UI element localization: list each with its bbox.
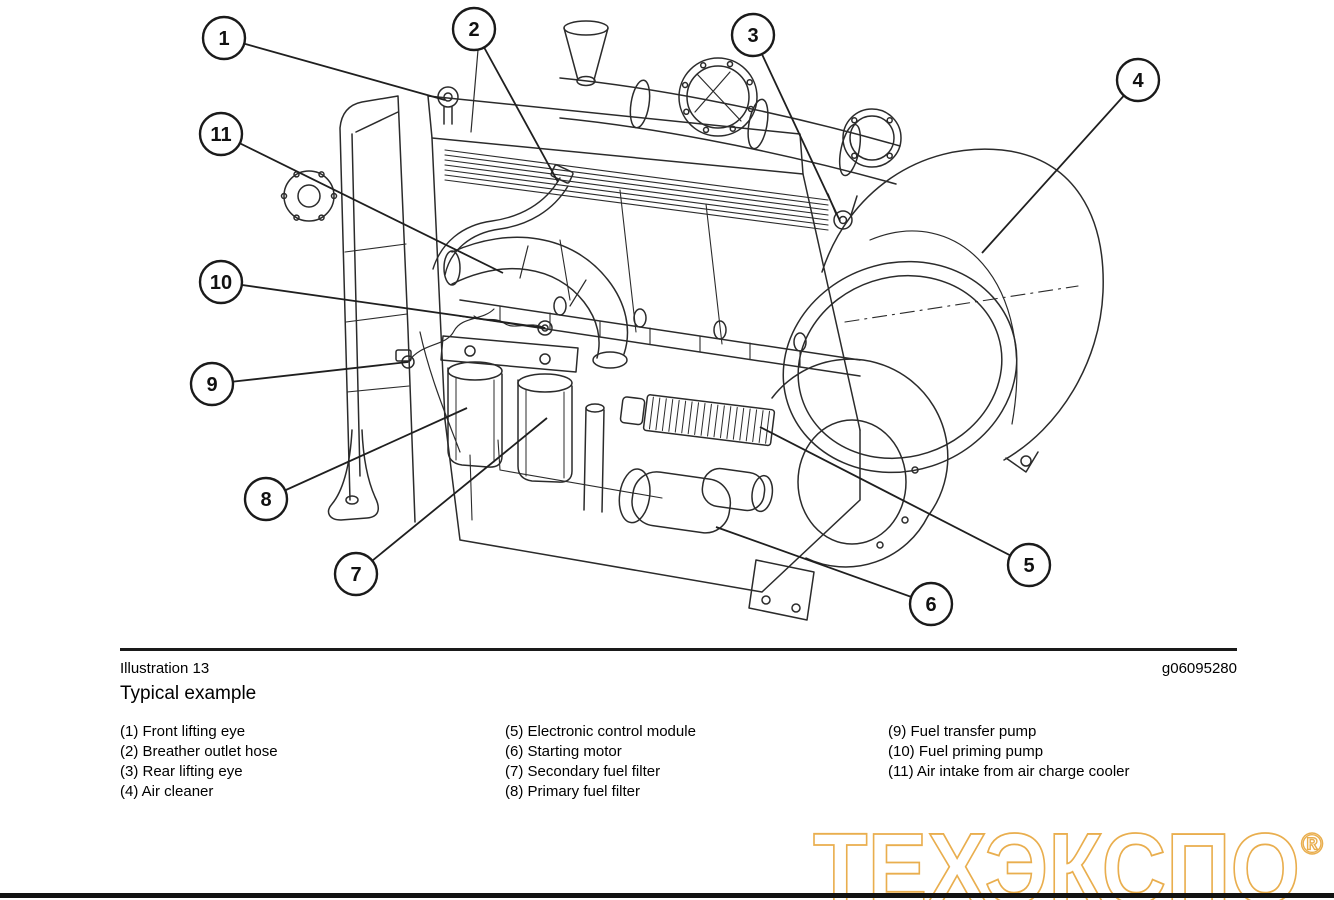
callout-number-10: 10 <box>210 272 232 294</box>
starting-motor <box>618 467 774 534</box>
flywheel-housing <box>748 358 949 621</box>
callout-10: 10 <box>198 259 546 329</box>
callout-circle-3 <box>730 12 776 58</box>
legend-item-8: (8) Primary fuel filter <box>505 783 641 800</box>
callout-circle-11 <box>198 111 244 157</box>
callout-circle-1 <box>201 15 247 61</box>
engine-figure: 1 2 3 4 5 6 7 8 9 10 11 <box>189 6 1161 627</box>
callout-circle-2 <box>451 6 497 52</box>
callout-number-6: 6 <box>925 594 936 616</box>
electronic-control-module <box>619 394 776 447</box>
leader-line-8 <box>265 407 468 500</box>
callout-circle-6 <box>908 581 954 627</box>
engine-block <box>444 189 861 593</box>
callout-number-4: 4 <box>1132 70 1144 92</box>
callout-9: 9 <box>189 361 409 407</box>
callout-8: 8 <box>243 407 468 522</box>
watermark-text: ТЕХЭКСПО <box>813 820 1300 900</box>
callout-number-3: 3 <box>747 25 758 47</box>
callout-2: 2 <box>451 6 559 183</box>
top-manifold <box>559 20 902 185</box>
legend-item-4: (4) Air cleaner <box>120 783 214 800</box>
legend-item-7: (7) Secondary fuel filter <box>505 763 661 780</box>
figure-id: g06095280 <box>1161 660 1237 677</box>
figure-title: Typical example <box>120 683 257 704</box>
callout-layer: 1 2 3 4 5 6 7 8 9 10 11 <box>189 6 1161 627</box>
watermark-logo: ТЕХЭКСПО ® <box>812 820 1324 900</box>
fuel-rail <box>459 296 861 377</box>
leader-line-10 <box>220 281 546 329</box>
legend-column: (5) Electronic control module (6) Startin… <box>505 722 888 802</box>
legend-item-10: (10) Fuel priming pump <box>888 743 1044 760</box>
leader-line-2 <box>473 28 559 183</box>
callout-1: 1 <box>201 15 446 101</box>
leader-line-3 <box>752 34 841 222</box>
valve-cover <box>427 95 861 431</box>
legend-item-2: (2) Breather outlet hose <box>120 743 278 760</box>
callout-6: 6 <box>715 526 954 627</box>
callout-circle-9 <box>189 361 235 407</box>
callout-5: 5 <box>759 426 1052 588</box>
legend-column: (1) Front lifting eye (2) Breather outlet… <box>120 722 505 802</box>
registered-mark: ® <box>1301 828 1323 861</box>
legend: (1) Front lifting eye (2) Breather outlet… <box>120 722 1310 802</box>
rear-lifting-eye <box>827 193 858 230</box>
legend-item-3: (3) Rear lifting eye <box>120 763 243 780</box>
leader-line-11 <box>220 133 504 274</box>
callout-7: 7 <box>333 417 548 597</box>
legend-item-9: (9) Fuel transfer pump <box>888 723 1037 740</box>
callout-circle-5 <box>1006 542 1052 588</box>
callout-number-1: 1 <box>218 28 229 50</box>
callout-3: 3 <box>730 12 841 222</box>
legend-item-1: (1) Front lifting eye <box>120 723 246 740</box>
callout-circle-7 <box>333 551 379 597</box>
illustration-label: Illustration 13 <box>120 660 210 677</box>
callout-circle-4 <box>1115 57 1161 103</box>
front-frame <box>280 95 416 523</box>
leader-line-5 <box>759 426 1030 566</box>
fuel-filters <box>440 335 579 483</box>
callout-4: 4 <box>981 57 1161 254</box>
engine-illustration <box>280 20 1104 621</box>
legend-item-11: (11) Air intake from air charge cooler <box>888 763 1130 780</box>
callout-number-7: 7 <box>350 564 361 586</box>
leader-line-9 <box>211 361 409 385</box>
legend-item-5: (5) Electronic control module <box>505 723 696 740</box>
callout-number-11: 11 <box>210 124 231 146</box>
air-cleaner <box>782 148 1104 474</box>
callout-11: 11 <box>198 111 504 274</box>
air-intake-elbow <box>443 236 629 369</box>
legend-item-6: (6) Starting motor <box>505 743 622 760</box>
front-lifting-eye <box>437 49 479 133</box>
callout-number-5: 5 <box>1023 555 1034 577</box>
callout-circle-8 <box>243 476 289 522</box>
caption-divider <box>120 648 1237 651</box>
callout-number-8: 8 <box>260 489 271 511</box>
leader-line-7 <box>355 417 548 575</box>
callout-number-9: 9 <box>206 374 217 396</box>
page-bottom-rule <box>0 893 1334 898</box>
leader-line-6 <box>715 526 932 605</box>
callout-number-2: 2 <box>468 19 479 41</box>
leader-line-4 <box>981 79 1139 254</box>
callout-circle-10 <box>198 259 244 305</box>
breather-hose <box>432 164 574 276</box>
legend-column: (9) Fuel transfer pump (10) Fuel priming … <box>888 722 1308 802</box>
leader-line-1 <box>223 37 446 101</box>
